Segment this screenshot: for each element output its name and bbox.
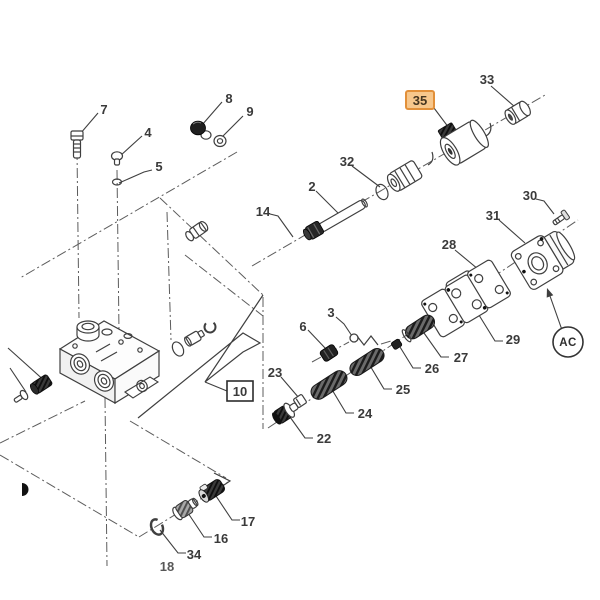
callout-30[interactable]: 30: [523, 188, 537, 203]
callout-3[interactable]: 3: [327, 305, 334, 320]
o-ring-34: [149, 518, 165, 536]
coupler-flange-31: [510, 230, 576, 290]
plug-17: [198, 479, 226, 503]
assembly-10-bracket: [137, 294, 264, 419]
retainer-26: [391, 338, 403, 350]
ac-callout: AC: [546, 288, 584, 358]
spring-27: [401, 314, 436, 343]
callout-9[interactable]: 9: [246, 104, 253, 119]
callout-25[interactable]: 25: [396, 382, 410, 397]
ac-badge-text: AC: [559, 337, 577, 349]
callouts: 7 4 5 8 9 14 2 32 33 30 31 28 29 27 26 2…: [100, 72, 537, 574]
ball-3: [349, 333, 359, 343]
callout-8[interactable]: 8: [225, 91, 232, 106]
circlip: [203, 320, 217, 334]
callout-29[interactable]: 29: [506, 332, 520, 347]
spring-24: [310, 370, 348, 400]
callout-22[interactable]: 22: [317, 431, 331, 446]
break-symbol: [356, 335, 379, 346]
washer-pin-left: [13, 389, 29, 403]
callout-17[interactable]: 17: [241, 514, 255, 529]
callout-33[interactable]: 33: [480, 72, 494, 87]
callout-24[interactable]: 24: [358, 406, 373, 421]
spring-25: [349, 347, 385, 377]
callout-16[interactable]: 16: [214, 531, 228, 546]
o-ring-32: [375, 183, 389, 201]
callout-32[interactable]: 32: [340, 154, 354, 169]
check-valve-fitting: [185, 220, 209, 242]
callout-31[interactable]: 31: [486, 208, 500, 223]
o-ring-small: [171, 341, 185, 357]
washer-5: [111, 178, 123, 186]
break-hook-1: [427, 151, 434, 166]
plug-6: [319, 344, 339, 362]
washer-9: [213, 134, 227, 148]
callout-7[interactable]: 7: [100, 102, 107, 117]
poppet: [184, 329, 205, 347]
ac-arrowhead: [546, 288, 554, 298]
callout-27[interactable]: 27: [454, 350, 468, 365]
callout-2[interactable]: 2: [308, 179, 315, 194]
assembly-10-box-leader: [204, 381, 228, 392]
callout-5[interactable]: 5: [155, 159, 162, 174]
callout-35[interactable]: 35: [413, 93, 427, 108]
screw-4: [110, 151, 124, 166]
callout-6[interactable]: 6: [299, 319, 306, 334]
callout-4[interactable]: 4: [144, 125, 152, 140]
callout-34[interactable]: 34: [187, 547, 202, 562]
plug-left: [29, 374, 53, 395]
label-10-box[interactable]: 10: [226, 380, 254, 402]
part-fragment: [22, 483, 29, 496]
ac-badge: [552, 326, 584, 358]
callout-18[interactable]: 18: [160, 559, 174, 574]
callout-14[interactable]: 14: [256, 204, 271, 219]
plug-16: [172, 497, 199, 521]
nut-33: [504, 100, 531, 125]
valve-body-10: [58, 320, 161, 405]
plug-22: [272, 402, 299, 425]
spool-rod-2: [302, 198, 368, 241]
label-35-highlight[interactable]: 35: [405, 90, 435, 110]
bolt-7: [70, 130, 84, 159]
cartridge-sleeve: [386, 160, 423, 192]
callout-23[interactable]: 23: [268, 365, 282, 380]
gasket-28: [467, 259, 511, 309]
callout-26[interactable]: 26: [425, 361, 439, 376]
callout-10[interactable]: 10: [233, 384, 247, 399]
cap-8: [190, 120, 212, 140]
screw-30: [552, 209, 570, 226]
break-hook-2: [485, 122, 492, 137]
callout-28[interactable]: 28: [442, 237, 456, 252]
solenoid-35: [437, 119, 489, 166]
